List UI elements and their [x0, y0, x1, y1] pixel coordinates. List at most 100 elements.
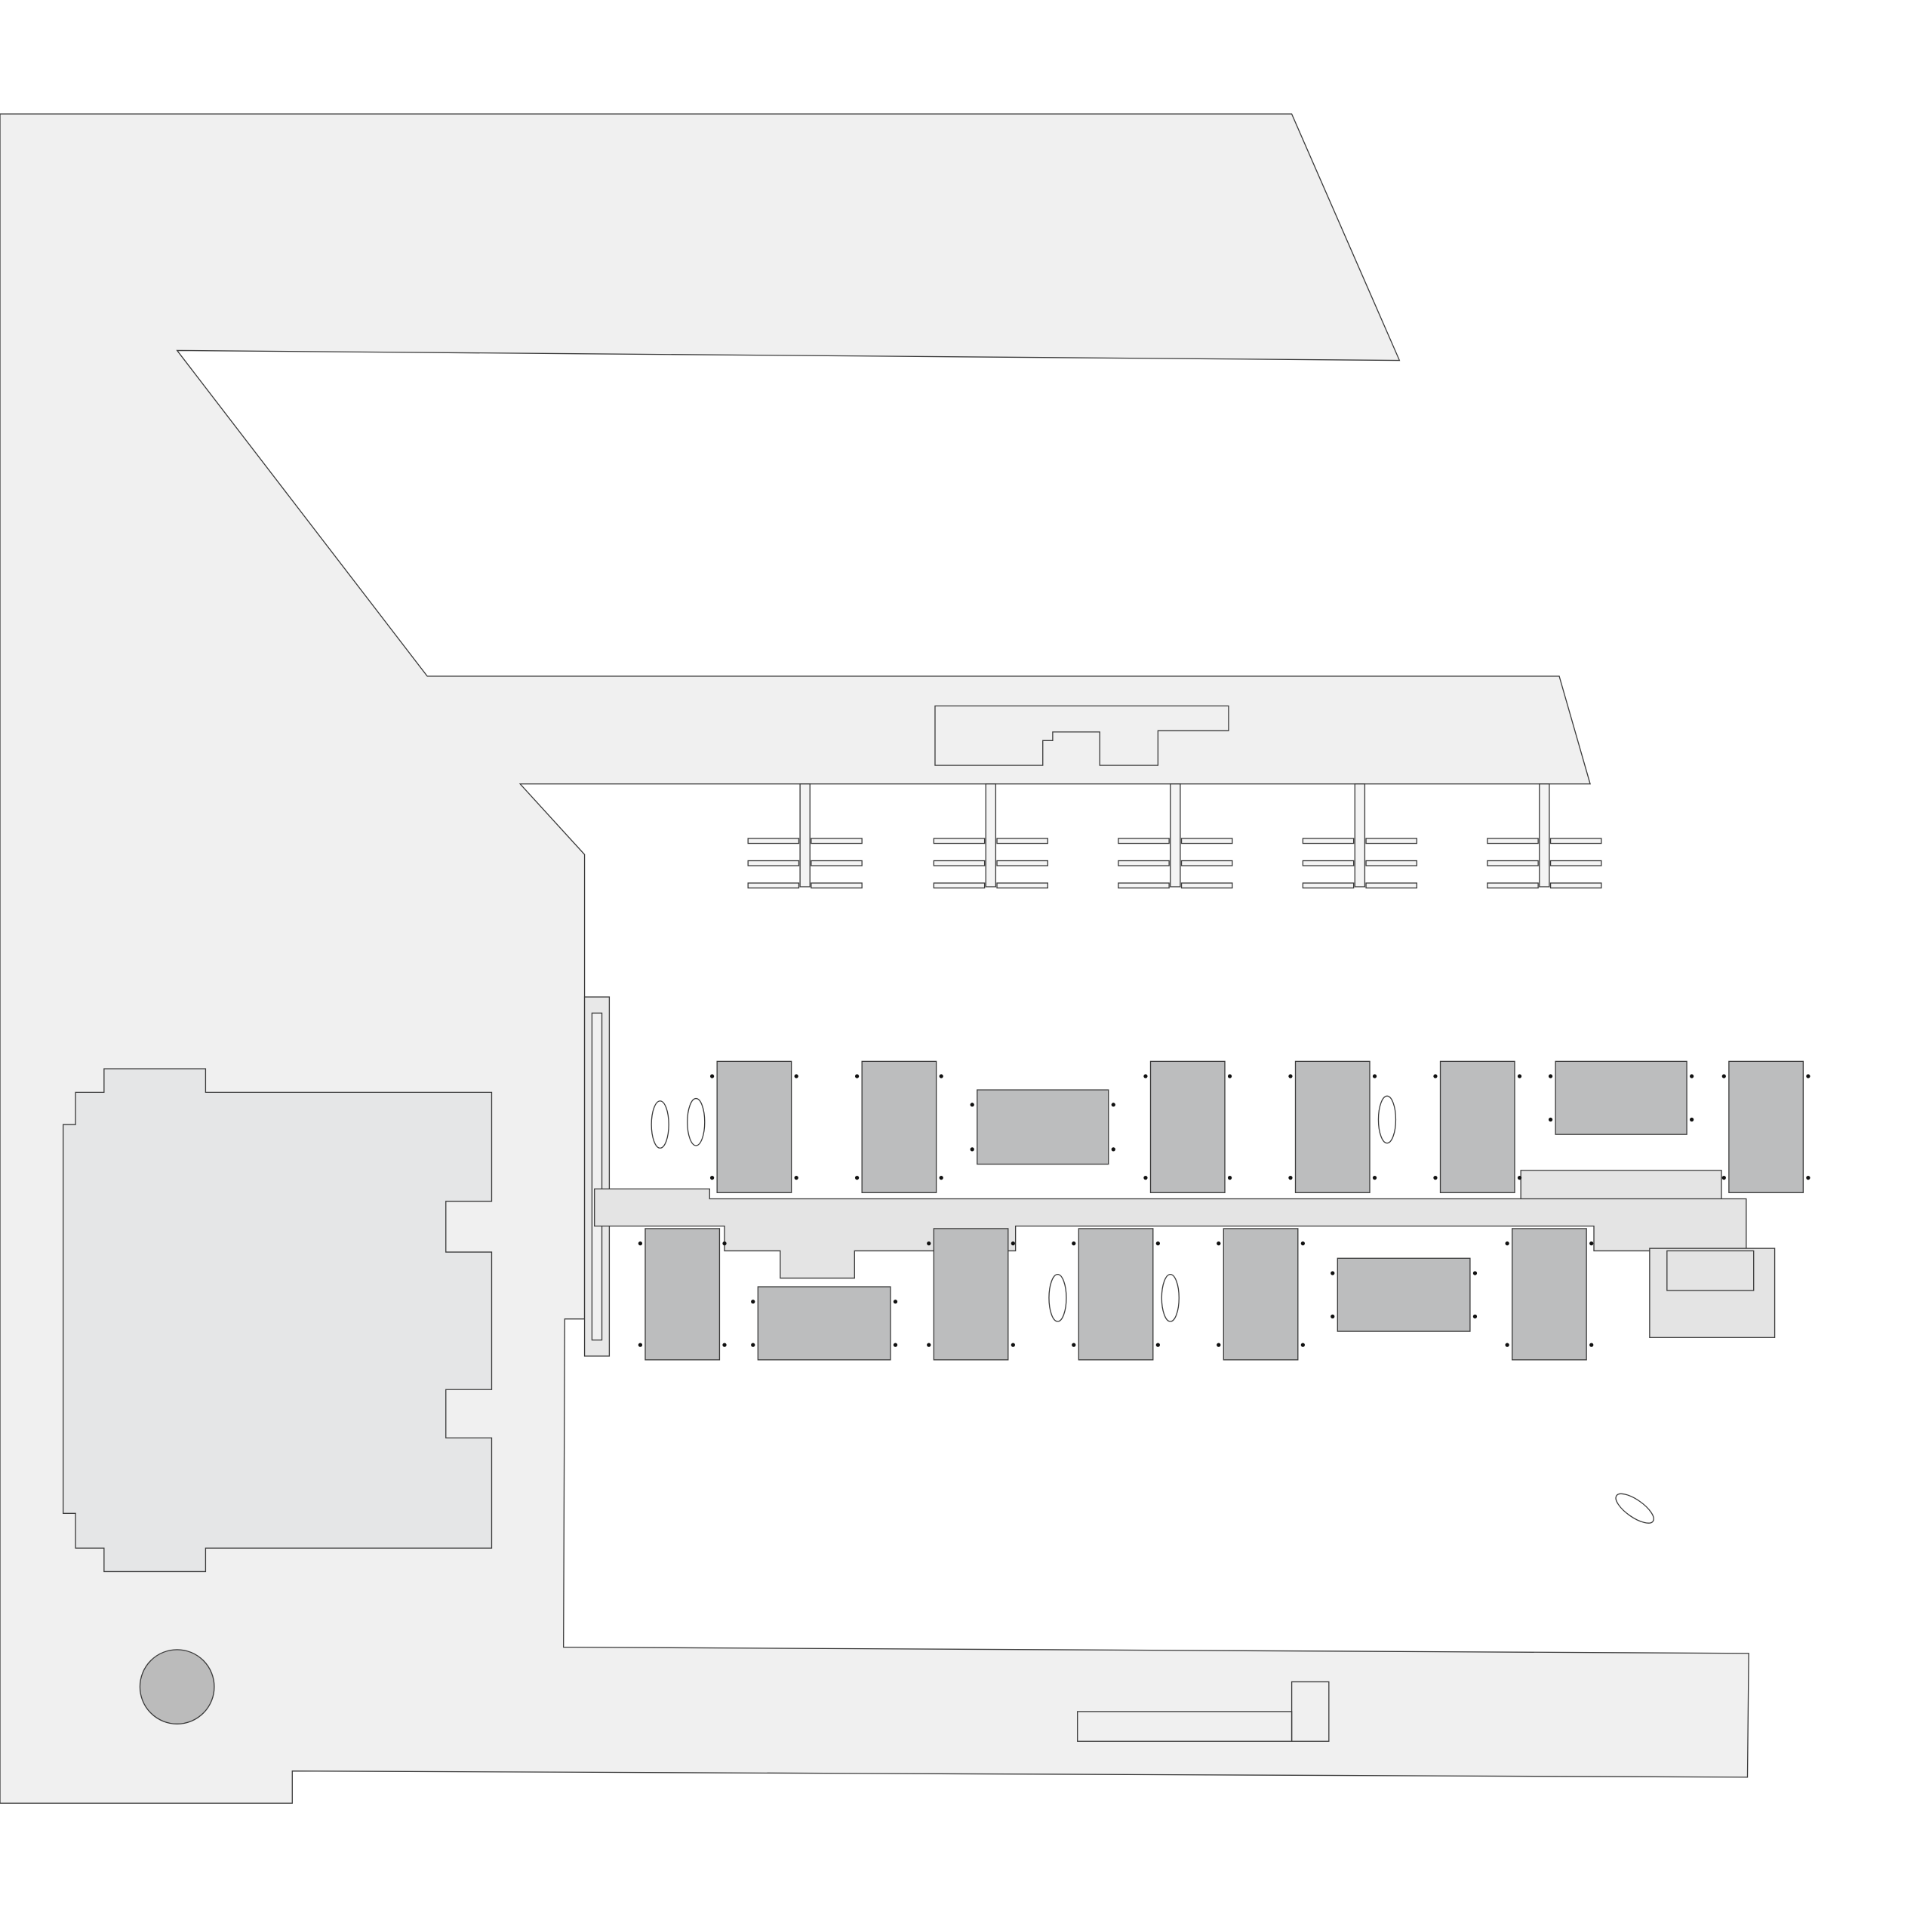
bottom-annex-block — [1291, 1681, 1330, 1742]
tree-icon — [1048, 1273, 1067, 1322]
column-dot — [1690, 1117, 1694, 1122]
column-dot — [794, 1175, 798, 1180]
service-yard — [1649, 1247, 1776, 1338]
comb-stem — [985, 783, 997, 888]
column-dot — [1548, 1074, 1553, 1078]
pavilions — [638, 1060, 1810, 1361]
column-dot — [1288, 1175, 1293, 1180]
pavilion — [1555, 1060, 1687, 1135]
comb-bar — [996, 882, 1048, 889]
column-dot — [1300, 1241, 1305, 1246]
column-dot — [1517, 1074, 1522, 1078]
column-dot — [638, 1241, 643, 1246]
comb-structures — [747, 783, 1602, 889]
column-dot — [709, 1074, 715, 1078]
column-dot — [722, 1241, 727, 1246]
comb-bar — [1487, 860, 1539, 866]
pavilion — [1078, 1228, 1154, 1361]
column-dot — [1331, 1314, 1335, 1319]
column-dot — [1011, 1343, 1015, 1347]
comb-bar — [747, 860, 800, 866]
column-dot — [1288, 1074, 1293, 1078]
tree-icon — [1377, 1095, 1397, 1144]
column-dot — [1217, 1241, 1221, 1246]
column-dot — [1111, 1147, 1115, 1152]
comb-bar — [1487, 838, 1539, 844]
comb-bar — [747, 838, 800, 844]
column-dot — [1589, 1343, 1594, 1347]
column-dot — [1072, 1241, 1076, 1246]
column-dot — [1143, 1074, 1148, 1078]
column-dot — [794, 1074, 798, 1078]
comb-bar — [933, 882, 986, 889]
comb-bar — [1302, 860, 1355, 866]
pavilion — [716, 1060, 792, 1193]
column-dot — [854, 1074, 860, 1078]
comb-bar — [1549, 882, 1602, 889]
column-dot — [1505, 1343, 1509, 1347]
column-dot — [927, 1241, 931, 1246]
pavilion — [1149, 1060, 1226, 1193]
comb-stem — [1354, 783, 1366, 888]
column-dot — [1111, 1103, 1115, 1107]
pavilion — [645, 1228, 721, 1361]
column-dot — [1217, 1343, 1221, 1347]
column-dot — [722, 1343, 727, 1347]
column-dot — [751, 1343, 755, 1347]
column-dot — [638, 1343, 643, 1347]
column-dot — [1433, 1175, 1438, 1180]
column-dot — [1155, 1343, 1160, 1347]
comb-bar — [1118, 860, 1170, 866]
comb-bar — [996, 860, 1048, 866]
column-dot — [1721, 1175, 1726, 1180]
comb-bar — [811, 882, 863, 889]
column-dot — [1806, 1074, 1810, 1078]
column-dot — [1806, 1175, 1810, 1180]
column-dot — [1300, 1343, 1305, 1347]
central-corridor — [594, 1170, 1747, 1279]
column-dot — [1155, 1241, 1160, 1246]
column-dot — [1227, 1074, 1232, 1078]
column-dot — [1589, 1241, 1594, 1246]
comb-bar — [933, 838, 986, 844]
column-dot — [1072, 1343, 1076, 1347]
column-dot — [970, 1103, 974, 1107]
pavilion — [861, 1060, 937, 1193]
comb-bar — [811, 838, 863, 844]
comb-bar — [1365, 860, 1417, 866]
column-dot — [1372, 1074, 1377, 1078]
comb-bar — [933, 860, 986, 866]
column-dot — [927, 1343, 931, 1347]
column-dot — [1517, 1175, 1522, 1180]
tree-icon — [1161, 1273, 1180, 1322]
pavilion — [1294, 1060, 1371, 1193]
column-dot — [1372, 1175, 1377, 1180]
tree-icon — [687, 1097, 706, 1146]
column-dot — [1433, 1074, 1438, 1078]
column-dot — [893, 1300, 898, 1304]
column-dot — [1548, 1117, 1553, 1122]
tree-icon — [651, 1100, 669, 1149]
comb-stem — [799, 783, 811, 888]
column-dot — [1690, 1074, 1694, 1078]
column-dot — [1227, 1175, 1232, 1180]
main-building — [63, 1068, 493, 1573]
trees — [651, 1095, 1654, 1524]
ground-area — [0, 113, 1749, 1804]
pavilion — [757, 1286, 891, 1361]
column-dot — [939, 1175, 943, 1180]
comb-bar — [1487, 882, 1539, 889]
service-yard-inner — [1666, 1250, 1755, 1291]
comb-stem — [1539, 783, 1550, 888]
column-dot — [751, 1300, 755, 1304]
column-dot — [893, 1343, 898, 1347]
column-dot — [709, 1175, 715, 1180]
comb-bar — [1118, 882, 1170, 889]
pavilion — [933, 1228, 1009, 1361]
column-dot — [939, 1074, 943, 1078]
left-walkway-inner — [591, 1012, 603, 1341]
column-dot — [970, 1147, 974, 1152]
comb-bar — [811, 860, 863, 866]
comb-bar — [1365, 838, 1417, 844]
comb-bar — [1180, 838, 1233, 844]
